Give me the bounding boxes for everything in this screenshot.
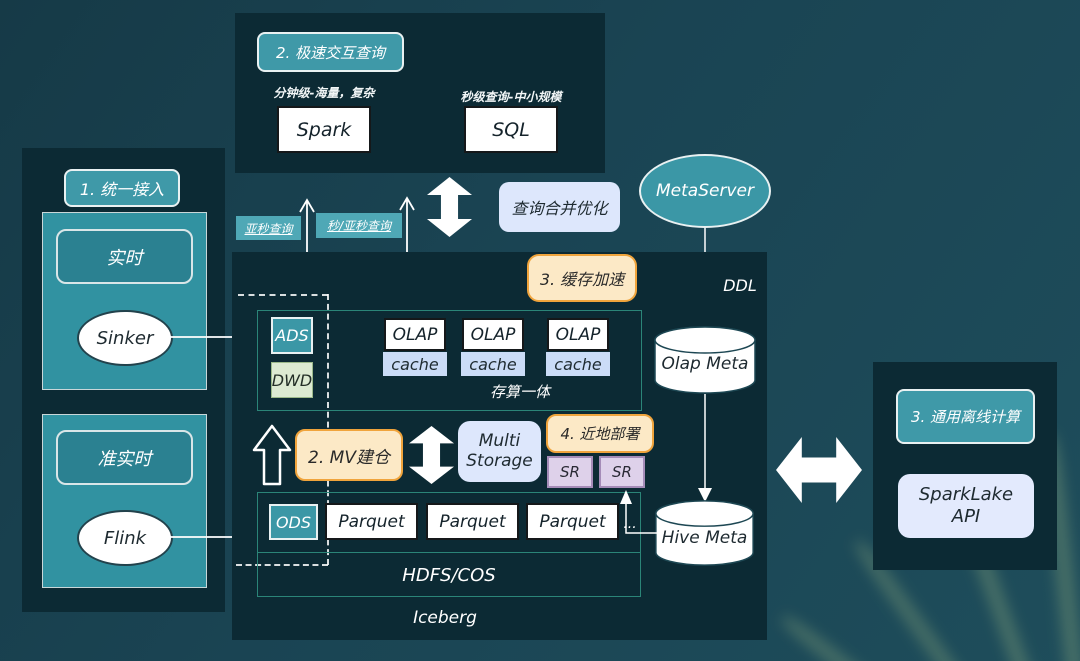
double-arrow-offline (776, 437, 862, 503)
spark-caption: 分钟级-海量，复杂 (273, 85, 375, 100)
olap-box-3: OLAP (547, 318, 609, 351)
parquet-box-3: Parquet (526, 503, 619, 540)
parquet-box-1: Parquet (325, 503, 418, 540)
metaserver-node: MetaServer (639, 154, 771, 228)
olap-meta-label: Olap Meta (661, 354, 749, 374)
unified-access-title: 1. 统一接入 (64, 169, 180, 207)
sql-caption: 秒级查询-中小规模 (460, 89, 562, 104)
sr-box-2: SR (599, 456, 645, 488)
cache-accel-label: 3. 缓存加速 (527, 254, 637, 302)
olap-meta-cylinder: Olap Meta (653, 324, 757, 396)
ddl-label: DDL (723, 275, 757, 295)
cylinder-shape (655, 500, 754, 566)
olap-box-1: OLAP (384, 318, 446, 351)
dashed-line-top (238, 294, 328, 296)
hdfs-divider (258, 552, 640, 553)
iceberg-frame: HDFS/COS (257, 492, 641, 597)
double-arrow-query-merge (427, 177, 472, 237)
arrow-olapmeta-to-hivemeta (698, 394, 712, 502)
parquet-box-2: Parquet (426, 503, 519, 540)
iceberg-label: Iceberg (413, 608, 477, 628)
spark-box: Spark (277, 106, 371, 153)
subsecond-query-badge: 亚秒查询 (236, 216, 301, 240)
near-realtime-mode-box: 准实时 (56, 430, 193, 485)
realtime-mode-box: 实时 (56, 229, 193, 284)
multi-storage-line1: Multi (478, 430, 521, 451)
unified-access-panel: 1. 统一接入 实时 Sinker 准实时 Flink (22, 148, 225, 612)
multi-storage-box: Multi Storage (458, 421, 541, 482)
olap-box-2: OLAP (462, 318, 524, 351)
multi-storage-line2: Storage (466, 450, 533, 471)
hollow-up-arrow (252, 424, 292, 486)
sql-box: SQL (464, 106, 558, 153)
sparklake-api-line2: API (951, 506, 981, 527)
sparklake-api-line1: SparkLake (918, 484, 1014, 506)
realtime-group: 实时 Sinker (42, 212, 207, 390)
sparklake-api-box: SparkLake API (898, 474, 1034, 538)
hive-meta-label: Hive Meta (661, 528, 748, 548)
hdfs-cos-label: HDFS/COS (402, 564, 496, 586)
offline-compute-panel: 3. 通用离线计算 SparkLake API (873, 362, 1057, 570)
sr-box-1: SR (547, 456, 593, 488)
query-merge-opt-box: 查询合并优化 (499, 182, 620, 232)
arrow-hivemeta-to-parquet (620, 490, 664, 534)
second-query-badge: 秒/亚秒查询 (316, 213, 402, 238)
cylinder-shape (654, 326, 756, 394)
offline-compute-title: 3. 通用离线计算 (896, 389, 1035, 444)
hive-meta-cylinder: Hive Meta (652, 498, 757, 568)
storage-compute-label: 存算一体 (489, 382, 550, 401)
cache-box-3: cache (546, 352, 610, 376)
mv-warehouse-label: 2. MV建仓 (295, 429, 403, 481)
leaf-frond (775, 608, 986, 661)
dashed-line-bottom (236, 564, 328, 566)
cache-box-2: cache (461, 352, 525, 376)
storage-compute-frame (257, 310, 642, 411)
nearby-deploy-label: 4. 近地部署 (546, 414, 654, 453)
sinker-node: Sinker (77, 310, 173, 366)
dwd-box: DWD (271, 362, 313, 398)
near-realtime-group: 准实时 Flink (42, 414, 207, 588)
ods-box: ODS (269, 504, 318, 540)
interactive-query-panel: 2. 极速交互查询 分钟级-海量，复杂 Spark 秒级查询-中小规模 SQL (235, 13, 605, 173)
flink-node: Flink (77, 510, 173, 566)
interactive-query-title: 2. 极速交互查询 (257, 32, 404, 72)
ads-box: ADS (271, 317, 313, 354)
cache-box-1: cache (383, 352, 447, 376)
